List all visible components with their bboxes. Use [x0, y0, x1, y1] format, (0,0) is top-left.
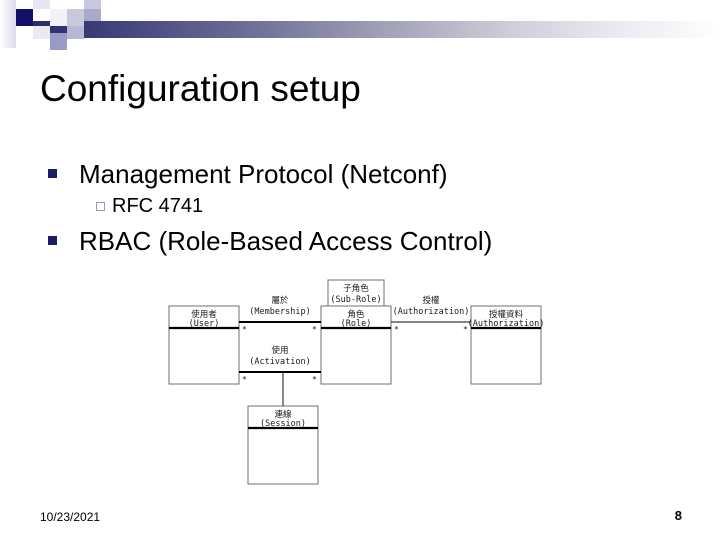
- label-session-en: (Session): [260, 419, 306, 429]
- assoc-label-membership-en: (Membership): [249, 307, 310, 317]
- hollow-square-bullet-icon: [96, 202, 105, 211]
- multiplicity-marker: *: [242, 375, 247, 384]
- deco-square-pale-left: [0, 0, 16, 48]
- diagram-box-user: [168, 305, 240, 385]
- deco-square-grayblue-b: [67, 26, 84, 39]
- bullet-square-icon: [48, 236, 57, 245]
- page-title: Configuration setup: [40, 68, 361, 109]
- multiplicity-marker: *: [312, 325, 317, 334]
- label-user-zh: 使用者: [191, 309, 217, 320]
- label-authorization-en: (Authorization): [468, 319, 545, 329]
- deco-square-grayblue-a: [67, 9, 84, 26]
- bullet-item-management-protocol: Management Protocol (Netconf): [44, 158, 684, 190]
- multiplicity-marker: *: [463, 325, 468, 334]
- label-user-en: (User): [189, 319, 220, 329]
- deco-square-navy: [16, 9, 33, 26]
- assoc-label-activation-en: (Activation): [249, 357, 310, 367]
- label-role-en: (Role): [341, 319, 372, 329]
- label-session-zh: 連線: [274, 409, 292, 420]
- assoc-label-authorization-zh: 授權: [422, 295, 440, 306]
- bullet-text: Management Protocol (Netconf): [79, 159, 448, 189]
- label-authorization-zh: 授權資料: [489, 309, 524, 320]
- bullet-square-icon: [48, 169, 57, 178]
- deco-square-pale-mid: [50, 9, 67, 26]
- deco-square-periwinkle: [50, 33, 67, 50]
- diagram-box-authorization: [470, 305, 542, 385]
- label-sub-role-zh: 子角色: [343, 283, 369, 294]
- deco-square-mid-blue: [84, 9, 101, 21]
- deco-square-lavender-b: [33, 26, 50, 39]
- assoc-label-membership-zh: 屬於: [271, 295, 289, 306]
- assoc-label-activation-zh: 使用: [271, 345, 288, 356]
- multiplicity-marker: *: [312, 375, 317, 384]
- deco-square-lavender-a: [33, 0, 50, 9]
- slide-content: Management Protocol (Netconf) RFC 4741 R…: [44, 158, 684, 259]
- footer-date: 10/23/2021: [40, 510, 101, 524]
- header-decoration: [0, 0, 720, 60]
- multiplicity-marker: *: [394, 325, 399, 334]
- bullet-text: RBAC (Role-Based Access Control): [79, 226, 493, 256]
- assoc-label-authorization-en: (Authorization): [393, 307, 470, 317]
- label-role-zh: 角色: [347, 309, 365, 320]
- bullet-item-rbac: RBAC (Role-Based Access Control): [44, 225, 684, 257]
- sub-bullet-text: RFC 4741: [112, 195, 204, 217]
- label-sub-role-en: (Sub-Role): [330, 295, 381, 305]
- rbac-class-diagram: 使用者 (User) 子角色 (Sub-Role) 角色 (Role) 授權資料…: [160, 278, 560, 500]
- header-gradient-bar: [33, 21, 720, 38]
- footer-page-number: 8: [674, 508, 682, 523]
- bullet-item-rfc-4741: RFC 4741: [96, 194, 684, 219]
- multiplicity-marker: *: [242, 325, 247, 334]
- diagram-box-role: [320, 305, 392, 385]
- deco-square-top-pale: [84, 0, 101, 9]
